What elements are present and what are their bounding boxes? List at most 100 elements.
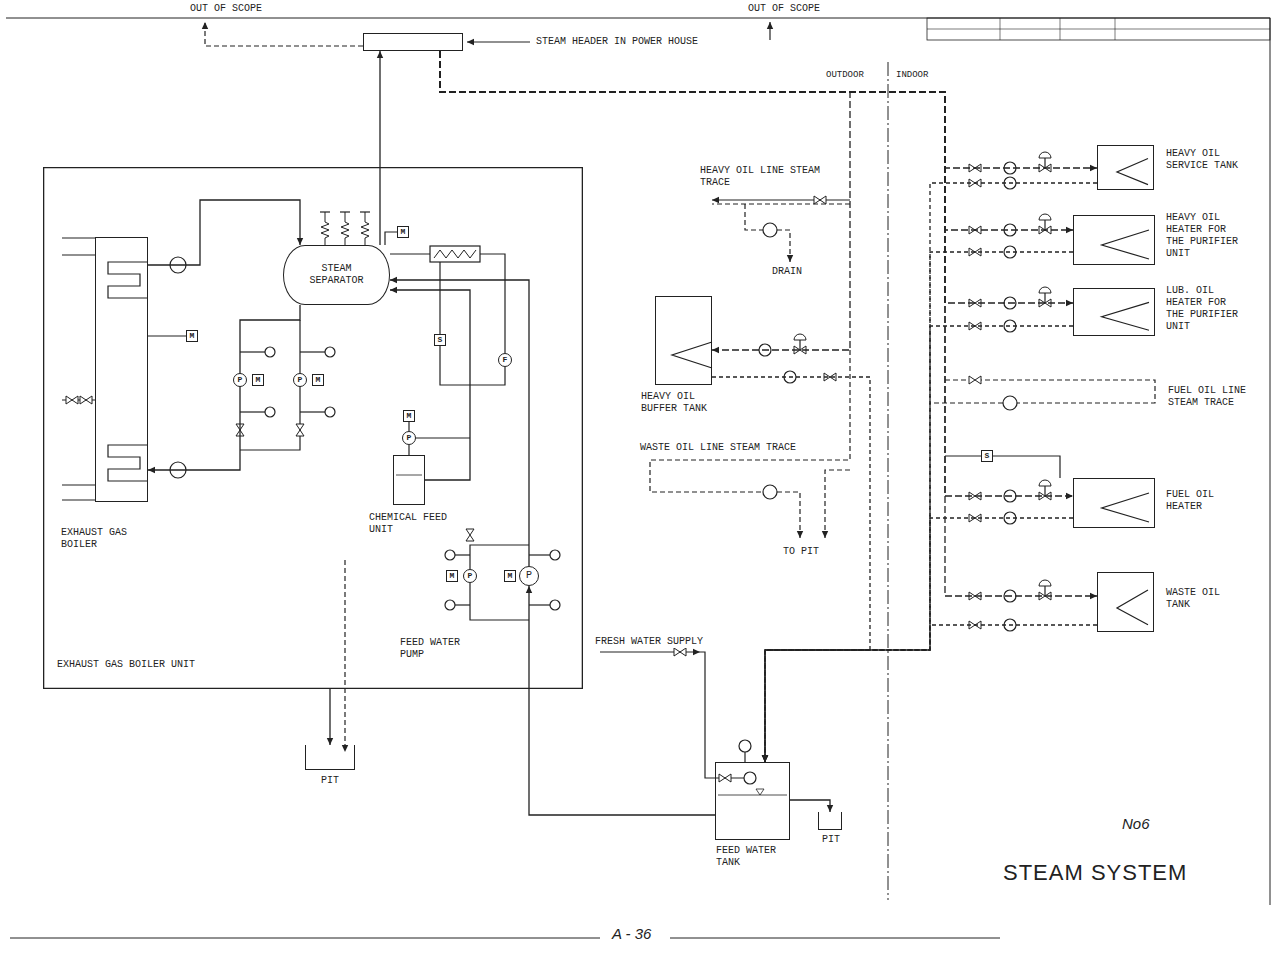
- valve-symbol: [466, 529, 474, 541]
- arrowhead: [327, 738, 333, 745]
- pipe-line: [745, 204, 763, 230]
- equipment-label: HEAVY OIL BUFFER TANK: [641, 391, 731, 415]
- pipe-line: [650, 350, 850, 492]
- equipment-label: WASTE OIL TANK: [1166, 587, 1248, 611]
- pipe-line: [344, 560, 345, 752]
- annotation-label: No6: [1122, 815, 1150, 833]
- title-block-line: [927, 29, 1270, 30]
- arrowhead: [1090, 165, 1097, 171]
- control-valve-actuator: [794, 334, 806, 340]
- pump-symbol: PFEED WATER PUMP: [519, 566, 539, 586]
- pipe-connector: [765, 252, 1073, 762]
- valve-symbol: [674, 648, 686, 656]
- pipe-line: [470, 545, 529, 569]
- arrowhead: [1066, 300, 1073, 306]
- equipment-box: WASTE OIL TANK: [1097, 572, 1154, 632]
- pipe-connector: [148, 305, 300, 470]
- diagram-title: STEAM SYSTEM: [1003, 860, 1187, 886]
- steam-trap: [1003, 396, 1017, 410]
- equipment-box: LUB. OIL HEATER FOR THE PURIFIER UNIT: [1073, 288, 1155, 336]
- equipment-label: LUB. OIL HEATER FOR THE PURIFIER UNIT: [1166, 285, 1248, 333]
- pipe-line: [455, 604, 470, 605]
- annotation-label: OUT OF SCOPE: [190, 3, 262, 15]
- pipe-line: [930, 402, 1003, 403]
- pipe-line: [205, 22, 363, 46]
- valve-symbol: [969, 376, 981, 384]
- control-valve-stem: [1044, 293, 1045, 303]
- motor-letter-box: M: [504, 570, 516, 582]
- equipment-box: CHEMICAL FEED UNIT: [393, 455, 425, 505]
- pipe-line: [700, 652, 744, 778]
- pressure-gauge: [265, 347, 275, 357]
- boiler-coil: [108, 445, 148, 481]
- pipe-line: [455, 554, 470, 555]
- equipment-label: STEAM SEPARATOR: [302, 263, 372, 287]
- arrowhead: [1066, 227, 1073, 233]
- pipe-line: [300, 351, 325, 352]
- pressure-gauge: [325, 407, 335, 417]
- arrowhead: [342, 745, 348, 752]
- arrowhead: [390, 287, 397, 293]
- pipe-connector: [440, 51, 1073, 496]
- valve-symbol: [80, 396, 92, 404]
- motor-letter-box: M: [186, 330, 198, 342]
- heating-coil: [1102, 230, 1149, 259]
- arrowhead: [762, 755, 768, 762]
- pipe-connector: [329, 689, 330, 745]
- equipment-box: HEAVY OIL HEATER FOR THE PURIFIER UNIT: [1073, 215, 1155, 265]
- arrowhead: [390, 277, 397, 283]
- heating-coil: [1102, 302, 1149, 330]
- exhaust-gas-duct: [62, 237, 95, 238]
- equipment-label: PIT: [321, 775, 351, 787]
- pressure-gauge: [265, 407, 275, 417]
- equipment-label: PIT: [822, 834, 852, 846]
- drawing-frame: [6, 18, 1270, 905]
- motor-letter-box: M: [446, 570, 458, 582]
- pipe-connector: [148, 200, 300, 265]
- pipe-line: [300, 411, 325, 412]
- motor-letter-box: M: [252, 374, 264, 386]
- pipe-line: [993, 456, 1060, 478]
- tank-level-line: [396, 475, 422, 476]
- exhaust-gas-duct: [62, 254, 95, 255]
- pipe-line: [825, 470, 850, 538]
- arrowhead: [712, 347, 719, 353]
- equipment-box: EXHAUST GAS BOILER: [95, 237, 148, 502]
- heating-coil: [1102, 493, 1149, 522]
- annotation-label: HEAVY OIL LINE STEAM TRACE: [700, 165, 840, 189]
- pipe-line: [777, 492, 800, 538]
- safety-valve-outlet: [360, 211, 370, 212]
- equipment-label: FEED WATER TANK: [716, 845, 786, 869]
- arrowhead: [822, 531, 828, 538]
- pipe-line: [480, 254, 505, 353]
- arrowhead: [762, 755, 768, 762]
- heating-coil: [1117, 159, 1148, 185]
- pipe-line: [945, 455, 981, 456]
- equipment-unit-region: EXHAUST GAS BOILER UNITEXHAUST GAS BOILE…: [43, 167, 583, 689]
- instrument-letter: P: [402, 431, 416, 445]
- pipe-connector: [390, 290, 470, 480]
- heater-coil-box: [430, 246, 480, 262]
- pressure-gauge: [445, 600, 455, 610]
- equipment-label: P: [526, 570, 532, 582]
- instrument-letter: P: [233, 373, 247, 387]
- equipment-label: HEAVY OIL HEATER FOR THE PURIFIER UNIT: [1166, 212, 1248, 260]
- control-valve-stem: [1044, 158, 1045, 168]
- control-valve-actuator: [1039, 287, 1051, 293]
- equipment-box: FUEL OIL HEATER: [1073, 478, 1155, 528]
- pressure-gauge: [325, 347, 335, 357]
- arrowhead: [712, 197, 719, 203]
- arrowhead: [297, 238, 303, 245]
- pit-symbol: PIT: [305, 745, 355, 770]
- annotation-label: WASTE OIL LINE STEAM TRACE: [640, 442, 810, 454]
- annotation-label: A - 36: [612, 925, 651, 943]
- control-valve-stem: [799, 340, 800, 350]
- pipe-connector: [790, 800, 830, 812]
- pipe-line: [385, 232, 397, 245]
- pipe-connector: [529, 586, 715, 815]
- boiler-coil: [108, 262, 148, 298]
- steam-trap: [763, 485, 777, 499]
